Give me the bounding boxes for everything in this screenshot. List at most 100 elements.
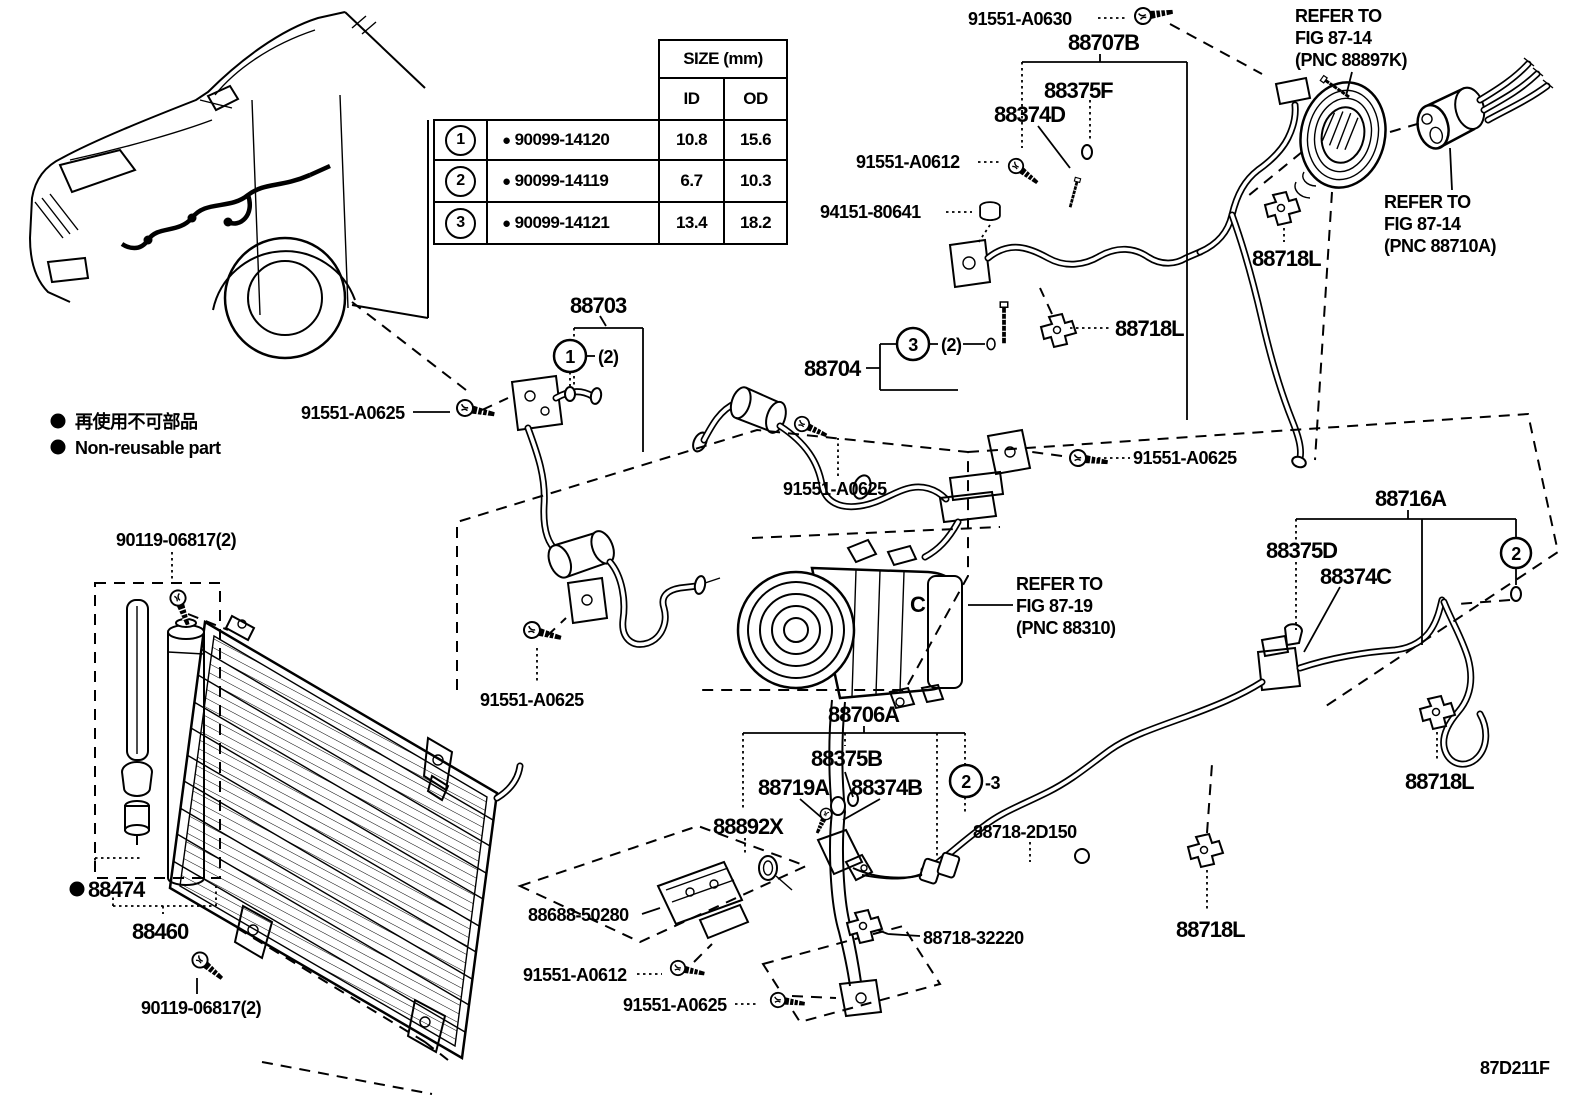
legend: 再使用不可部品 Non-reusable part xyxy=(50,411,222,458)
figure-code: 87D211F xyxy=(1480,1058,1550,1078)
label-91551-A0625: 91551-A0625 xyxy=(1133,448,1237,468)
compressor-tubes-bottom xyxy=(758,699,923,1018)
pipe-clamp-88718L xyxy=(1187,833,1224,868)
pipe-clamp-88718L xyxy=(1040,313,1077,348)
label-88718-32220: 88718-32220 xyxy=(923,928,1024,948)
part-number: 90099-14120 xyxy=(514,130,610,149)
label-88707B: 88707B xyxy=(1068,30,1139,55)
circled-markers: 1 (2) 3 (2) 2 2 -3 xyxy=(552,326,1533,799)
size-table-id-header: ID xyxy=(658,77,725,121)
discharge-hose-88704 xyxy=(692,386,1032,561)
label-91551-A0625: 91551-A0625 xyxy=(301,403,405,423)
suction-hose-88703 xyxy=(510,374,721,648)
size-table-row3-id: 13.4 xyxy=(658,201,725,245)
oring-88375F xyxy=(1081,144,1093,160)
bolt-91551-A0612 xyxy=(668,958,707,982)
label-91551-A0625: 91551-A0625 xyxy=(623,995,727,1015)
cap-88375D-part xyxy=(1283,623,1304,647)
bolt-91551-A0625 xyxy=(521,619,565,647)
non-reusable-bullet-icon xyxy=(69,881,85,897)
legend-en: Non-reusable part xyxy=(75,438,221,458)
label-91551-A0625: 91551-A0625 xyxy=(480,690,584,710)
label-88718-2D150: 88718-2D150 xyxy=(973,822,1077,842)
condenser xyxy=(168,614,524,1061)
size-table-row3-part: ● 90099-14121 xyxy=(486,201,660,245)
label-94151-80641: 94151-80641 xyxy=(820,202,921,222)
size-table-title: SIZE (mm) xyxy=(658,39,788,79)
label-88460: 88460 xyxy=(132,919,189,944)
part-number: 90099-14119 xyxy=(514,171,609,190)
guide-dash xyxy=(1169,23,1263,75)
label-88704: 88704 xyxy=(804,356,862,381)
marker-3-qty: (2) xyxy=(941,335,962,355)
pipe-clamp-88718L xyxy=(1264,191,1301,226)
size-table-row3-od: 18.2 xyxy=(723,201,788,245)
compressor-c-mark: C xyxy=(910,592,926,617)
size-table-row3-num: 3 xyxy=(433,201,488,245)
label-91551-A0630: 91551-A0630 xyxy=(968,9,1072,29)
ref-88897K-line2: FIG 87-14 xyxy=(1295,28,1372,48)
label-88375F: 88375F xyxy=(1044,78,1113,103)
ref-88710A-line1: REFER TO xyxy=(1384,192,1471,212)
marker-1: 1 xyxy=(565,347,575,367)
label-88474: 88474 xyxy=(88,877,146,902)
rear-pipe-assembly-88707B xyxy=(948,74,1352,469)
size-table-row2-od: 10.3 xyxy=(723,159,788,203)
oring xyxy=(564,386,576,402)
label-88718L: 88718L xyxy=(1405,769,1474,794)
bolt-91551-A0625 xyxy=(768,990,807,1012)
bolt-91551-A0625 xyxy=(454,397,498,424)
callout-leaders xyxy=(94,17,1517,1005)
ref-88310-line2: FIG 87-19 xyxy=(1016,596,1093,616)
size-table-row2-part: ● 90099-14119 xyxy=(486,159,660,203)
cabin-connector-88710A xyxy=(1416,57,1554,150)
label-91551-A0625: 91551-A0625 xyxy=(783,479,887,499)
size-table-row2-num: 2 xyxy=(433,159,488,203)
condenser-tubes xyxy=(172,648,494,1033)
size-table-od-header: OD xyxy=(723,77,788,121)
label-88375B: 88375B xyxy=(811,746,882,771)
bolt-90119-06817 xyxy=(188,948,228,986)
bolt-91551-A0625 xyxy=(1067,447,1110,472)
marker-2b-qty: -3 xyxy=(985,773,1000,793)
size-table-row1-num: 1 xyxy=(433,119,488,161)
marker-1-qty: (2) xyxy=(598,347,619,367)
guide-dash xyxy=(1314,191,1333,461)
ref-88710A-line2: FIG 87-14 xyxy=(1384,214,1461,234)
firewall-grommet-88897K xyxy=(1294,81,1387,199)
size-table-row2-id: 6.7 xyxy=(658,159,725,203)
rear-liquid-pipe-88716A xyxy=(861,596,1490,885)
ref-88897K-line1: REFER TO xyxy=(1295,6,1382,26)
mount-stud xyxy=(999,301,1009,344)
non-reusable-bullet-icon xyxy=(50,439,66,455)
label-88719A: 88719A xyxy=(758,775,830,800)
bolt-91551-A0612 xyxy=(1004,154,1043,190)
ref-88897K-line3: (PNC 88897K) xyxy=(1295,50,1408,70)
label-88718L: 88718L xyxy=(1176,917,1245,942)
label-88374D: 88374D xyxy=(994,102,1065,127)
ref-88710A-line3: (PNC 88710A) xyxy=(1384,236,1497,256)
guide-dash xyxy=(1247,121,1425,197)
part-number: 90099-14121 xyxy=(514,213,610,232)
marker-3: 3 xyxy=(908,335,918,355)
label-90119-06817: 90119-06817(2) xyxy=(116,530,237,550)
label-88703: 88703 xyxy=(570,293,627,318)
ref-88310-line1: REFER TO xyxy=(1016,574,1103,594)
part-labels: 91551-A0630 88707B 88375F 88374D 91551-A… xyxy=(69,6,1551,1078)
label-88375D: 88375D xyxy=(1266,538,1337,563)
marker-2: 2 xyxy=(1511,544,1521,564)
bolt-91551-A0630 xyxy=(1132,2,1175,27)
ref-88310-line3: (PNC 88310) xyxy=(1016,618,1116,638)
car-illustration xyxy=(28,11,467,391)
legend-jp: 再使用不可部品 xyxy=(75,411,198,432)
size-table-row1-part: ● 90099-14120 xyxy=(486,119,660,161)
label-88718L: 88718L xyxy=(1115,316,1184,341)
circled-2: 2 xyxy=(445,165,476,197)
oring xyxy=(986,337,996,351)
nut-94151-80641 xyxy=(979,201,1001,222)
non-reusable-bullet-icon: ● xyxy=(502,214,511,232)
non-reusable-bullet-icon xyxy=(50,413,66,429)
label-91551-A0612: 91551-A0612 xyxy=(856,152,960,172)
label-88718L: 88718L xyxy=(1252,246,1321,271)
